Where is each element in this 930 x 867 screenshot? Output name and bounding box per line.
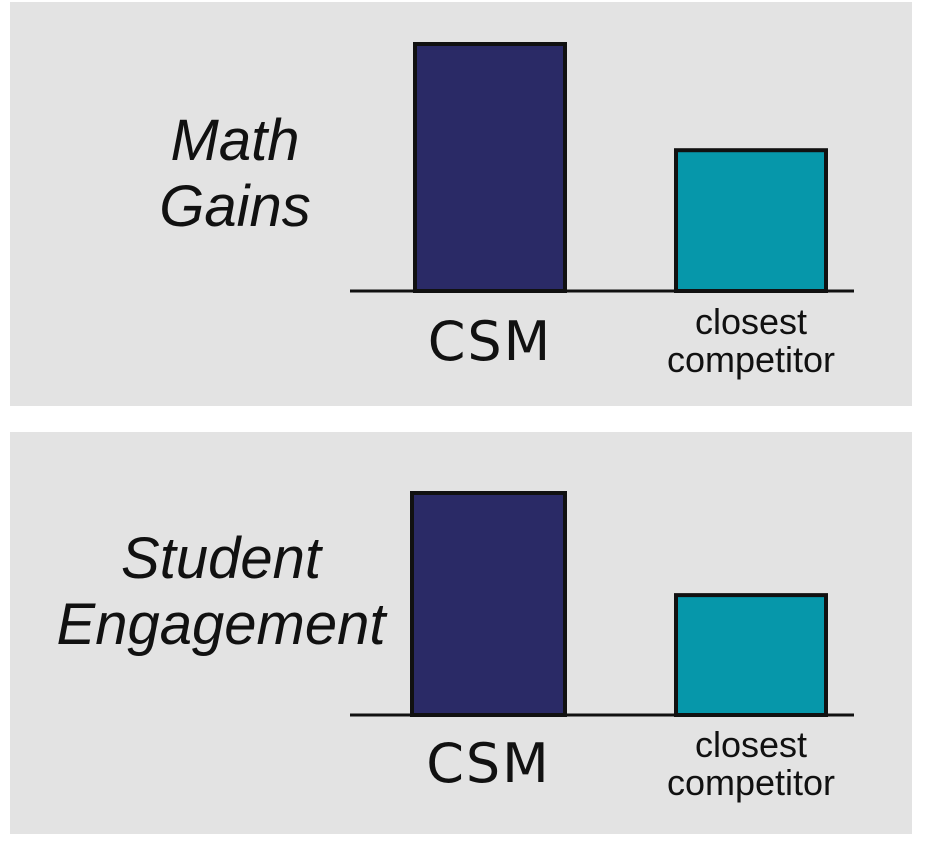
category-label: competitor	[667, 339, 835, 380]
chart-title-line: Engagement	[56, 592, 386, 657]
chart-title-line: Student	[121, 526, 321, 591]
chart-title-math-gains: Math Gains	[120, 108, 350, 240]
category-label: CSM	[428, 310, 553, 373]
bar-closest-competitor	[674, 148, 828, 293]
chart-title-line: Gains	[159, 174, 311, 239]
bar-closest-competitor	[674, 593, 828, 717]
bar-csm	[413, 42, 567, 293]
category-label: closest	[695, 301, 807, 342]
category-label: closest	[695, 724, 807, 765]
category-label: competitor	[667, 762, 835, 803]
chart-title-line: Math	[170, 108, 300, 173]
bar-csm	[410, 491, 567, 717]
chart-title-student-engagement: Student Engagement	[16, 526, 426, 658]
category-label: CSM	[426, 732, 551, 795]
